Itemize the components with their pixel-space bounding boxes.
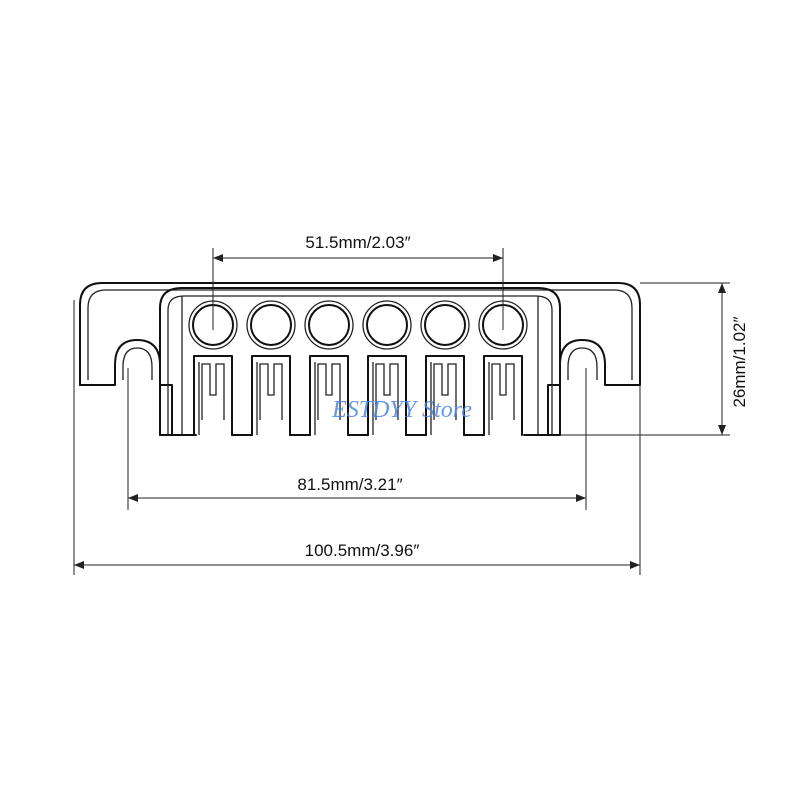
string-hole-ring xyxy=(304,300,354,350)
string-hole xyxy=(308,304,350,346)
mount-spacing-label: 81.5mm/3.21″ xyxy=(297,475,402,494)
saddle xyxy=(251,355,291,436)
saddle-outline xyxy=(193,355,233,436)
dimension-height: 26mm/1.02″ xyxy=(560,282,749,436)
saddle xyxy=(367,355,407,436)
saddle-outline xyxy=(425,355,465,436)
string-holes xyxy=(188,300,528,350)
saddle-slot xyxy=(201,363,225,420)
string-hole-ring xyxy=(362,300,412,350)
saddle xyxy=(483,355,523,436)
saddle-slot xyxy=(317,363,341,420)
saddle-slot xyxy=(375,363,399,420)
string-hole xyxy=(366,304,408,346)
store-watermark: ESTDYY Store xyxy=(331,397,472,423)
saddle-slot xyxy=(433,363,457,420)
saddle xyxy=(193,355,233,436)
saddle-slot xyxy=(491,363,515,420)
hole-spacing-label: 51.5mm/2.03″ xyxy=(305,233,410,252)
saddle-outline xyxy=(483,355,523,436)
string-hole xyxy=(250,304,292,346)
dimension-mount-spacing: 81.5mm/3.21″ xyxy=(127,368,587,510)
saddle-slot xyxy=(259,363,283,420)
saddle-block xyxy=(159,287,561,436)
dimension-hole-spacing: 51.5mm/2.03″ xyxy=(212,233,504,330)
height-label: 26mm/1.02″ xyxy=(730,316,749,407)
string-hole xyxy=(424,304,466,346)
string-hole-ring xyxy=(420,300,470,350)
saddle-outline xyxy=(309,355,349,436)
overall-width-label: 100.5mm/3.96″ xyxy=(305,541,420,560)
dimension-overall-width: 100.5mm/3.96″ xyxy=(73,300,641,575)
saddle xyxy=(309,355,349,436)
saddle-outline xyxy=(251,355,291,436)
saddle xyxy=(425,355,465,436)
saddle-outline xyxy=(367,355,407,436)
string-hole-ring xyxy=(246,300,296,350)
saddles xyxy=(193,355,523,436)
